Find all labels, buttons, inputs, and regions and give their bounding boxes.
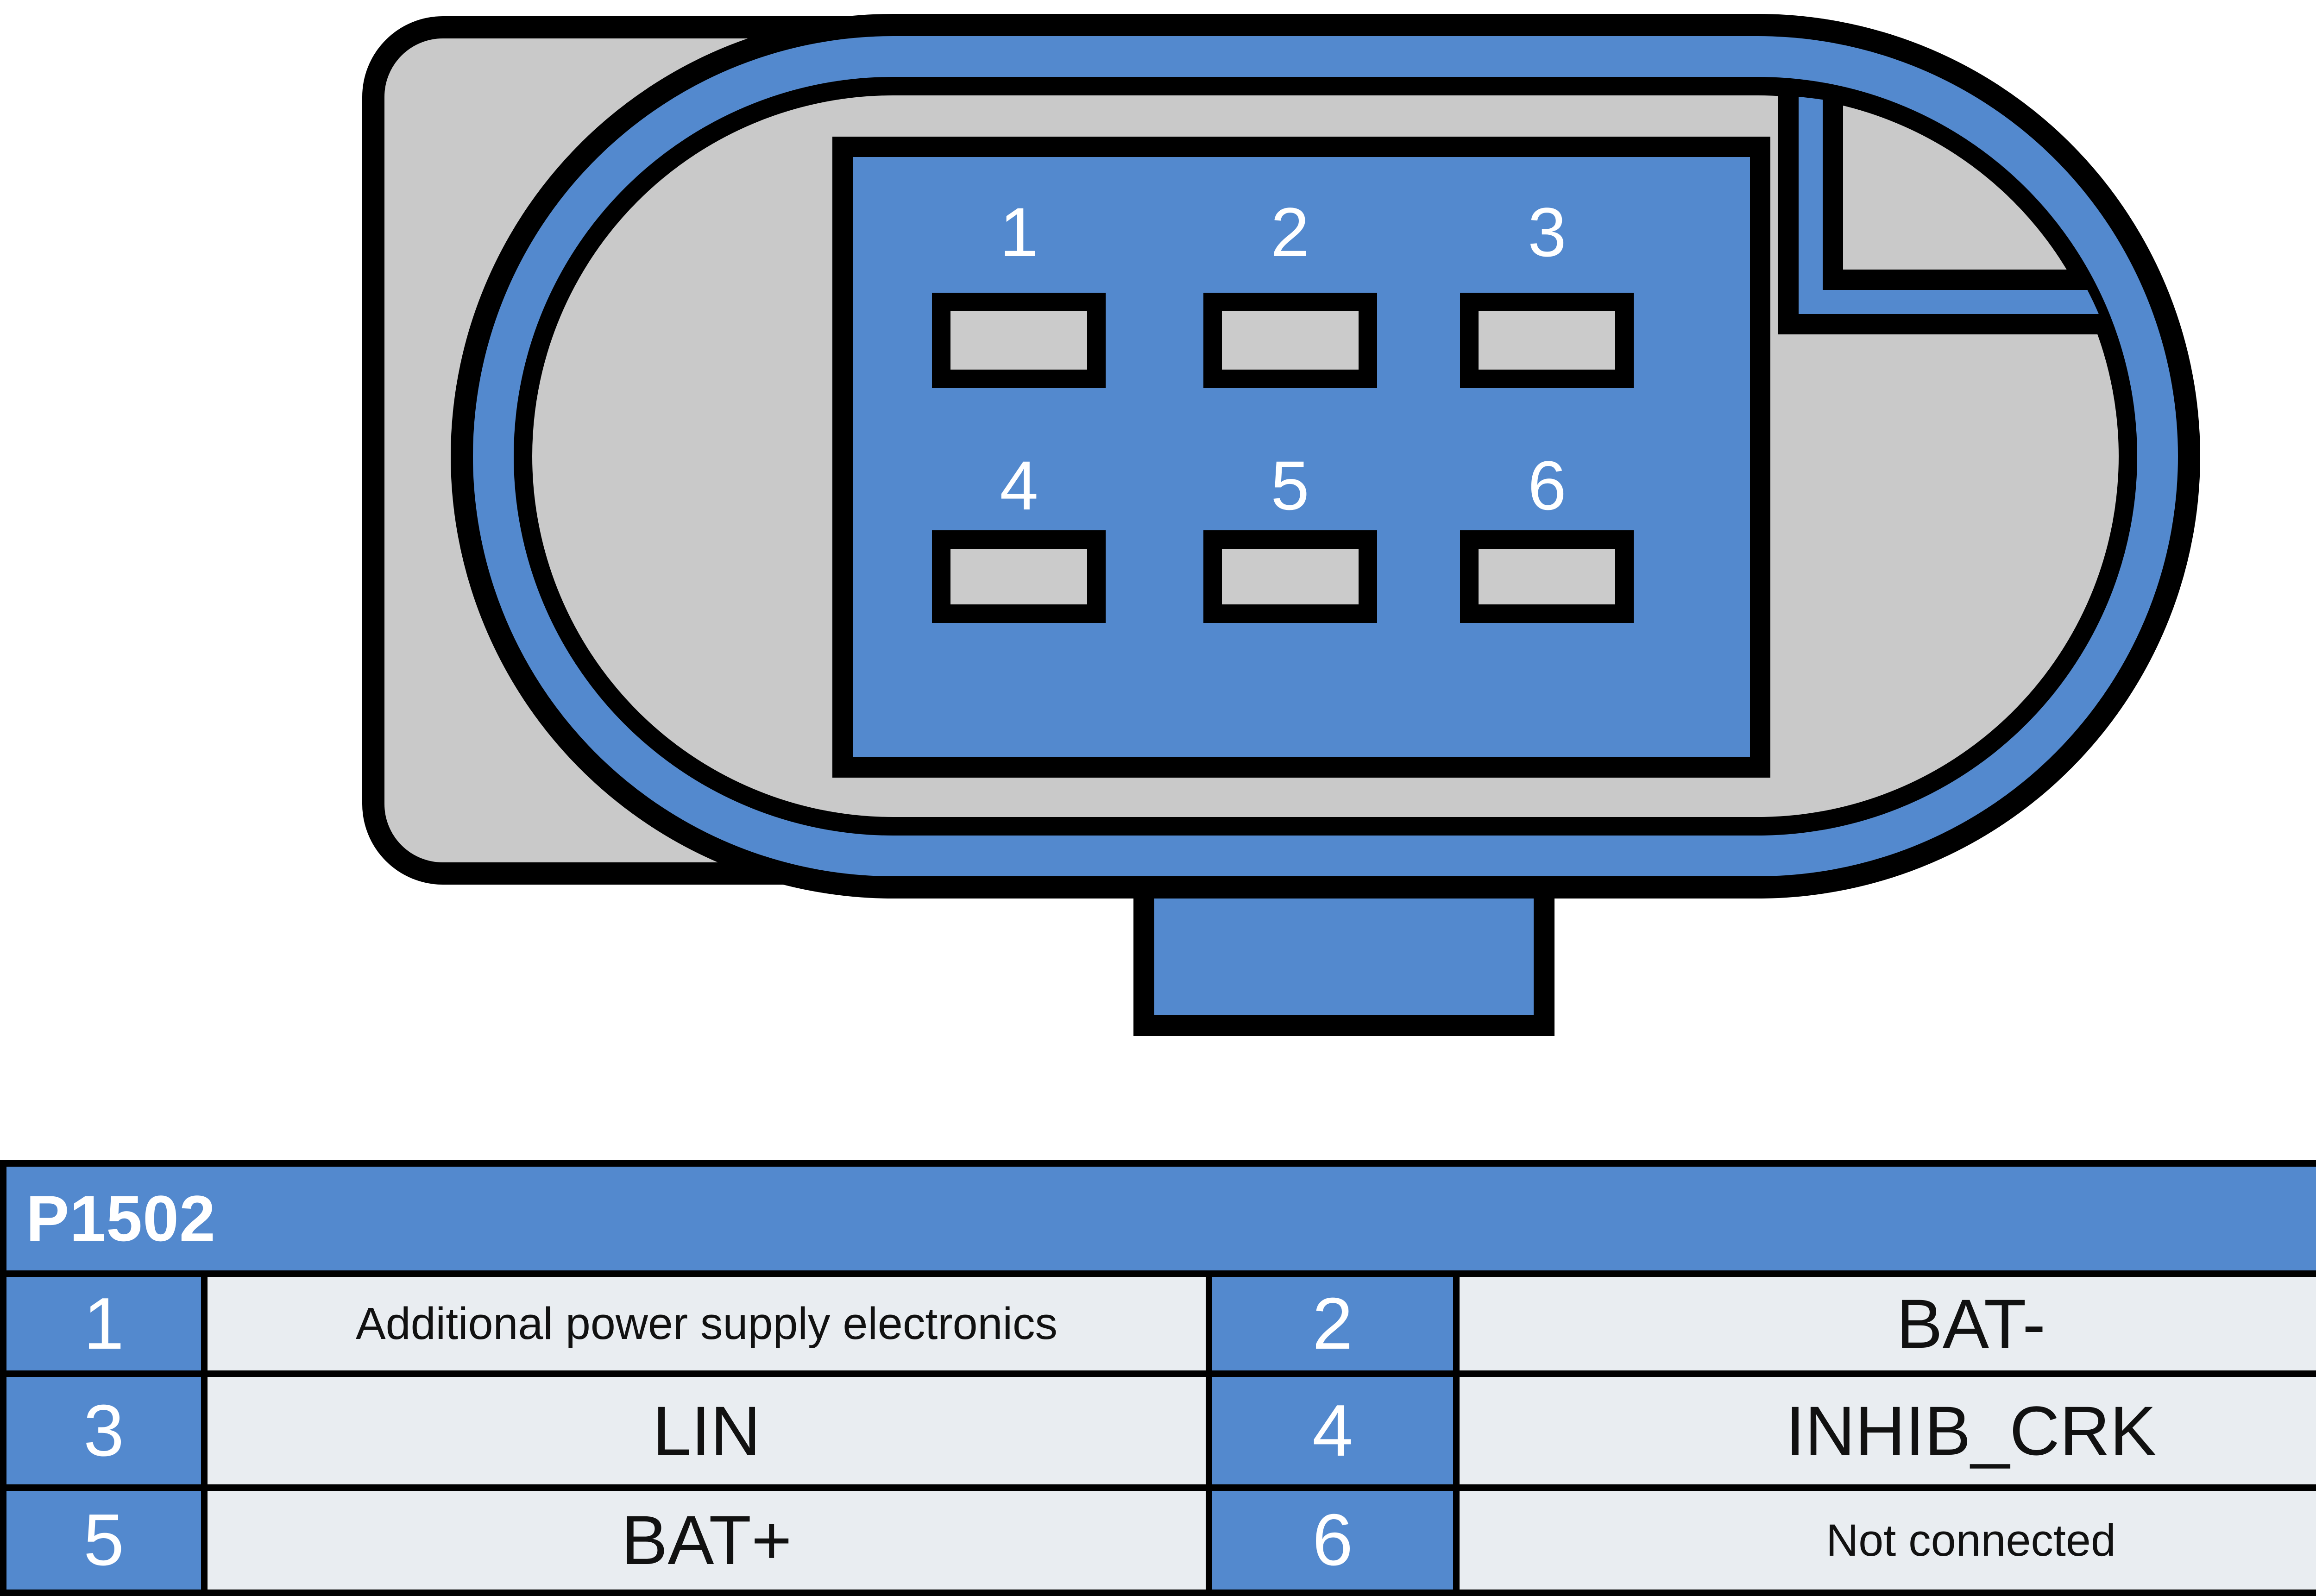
pin-number-cell-4: 4 bbox=[1212, 1377, 1453, 1484]
pin-cavity-1 bbox=[932, 293, 1106, 388]
pin-description-cell-4: INHIB_CRK bbox=[1460, 1377, 2316, 1484]
pin-description-cell-6: Not connected bbox=[1460, 1491, 2316, 1590]
pin-number-label-4: 4 bbox=[1000, 446, 1038, 524]
keying-notch bbox=[1778, 95, 2128, 334]
pin-cavity-4 bbox=[932, 530, 1106, 623]
pin-number-label-2: 2 bbox=[1271, 193, 1309, 271]
pin-number-cell-2: 2 bbox=[1212, 1277, 1453, 1370]
pin-cavity-2 bbox=[1203, 293, 1377, 388]
pin-description-cell-3: LIN bbox=[208, 1377, 1206, 1484]
pin-cavity-3 bbox=[1460, 293, 1634, 388]
pin-description-cell-2: BAT- bbox=[1460, 1277, 2316, 1370]
pin-field bbox=[832, 137, 1770, 778]
pin-number-label-1: 1 bbox=[1000, 193, 1038, 271]
pin-number-label-5: 5 bbox=[1271, 446, 1309, 524]
pin-number-label-3: 3 bbox=[1528, 193, 1566, 271]
pin-cavity-5 bbox=[1203, 530, 1377, 623]
pin-number-cell-3: 3 bbox=[6, 1377, 201, 1484]
mounting-tab bbox=[1133, 876, 1554, 1036]
pin-number-cell-6: 6 bbox=[1212, 1491, 1453, 1590]
pin-description-cell-5: BAT+ bbox=[208, 1491, 1206, 1590]
pin-description-cell-1: Additional power supply electronics bbox=[208, 1277, 1206, 1370]
pin-number-cell-5: 5 bbox=[6, 1491, 201, 1590]
pin-number-label-6: 6 bbox=[1528, 446, 1566, 524]
connector-diagram: 1 2 3 4 5 6 bbox=[362, 14, 2200, 1036]
pin-cavity-6 bbox=[1460, 530, 1634, 623]
table-title: P1502 bbox=[6, 1167, 2316, 1270]
pinout-table: P1502 1 Additional power supply electron… bbox=[0, 1160, 2316, 1596]
pin-number-cell-1: 1 bbox=[6, 1277, 201, 1370]
